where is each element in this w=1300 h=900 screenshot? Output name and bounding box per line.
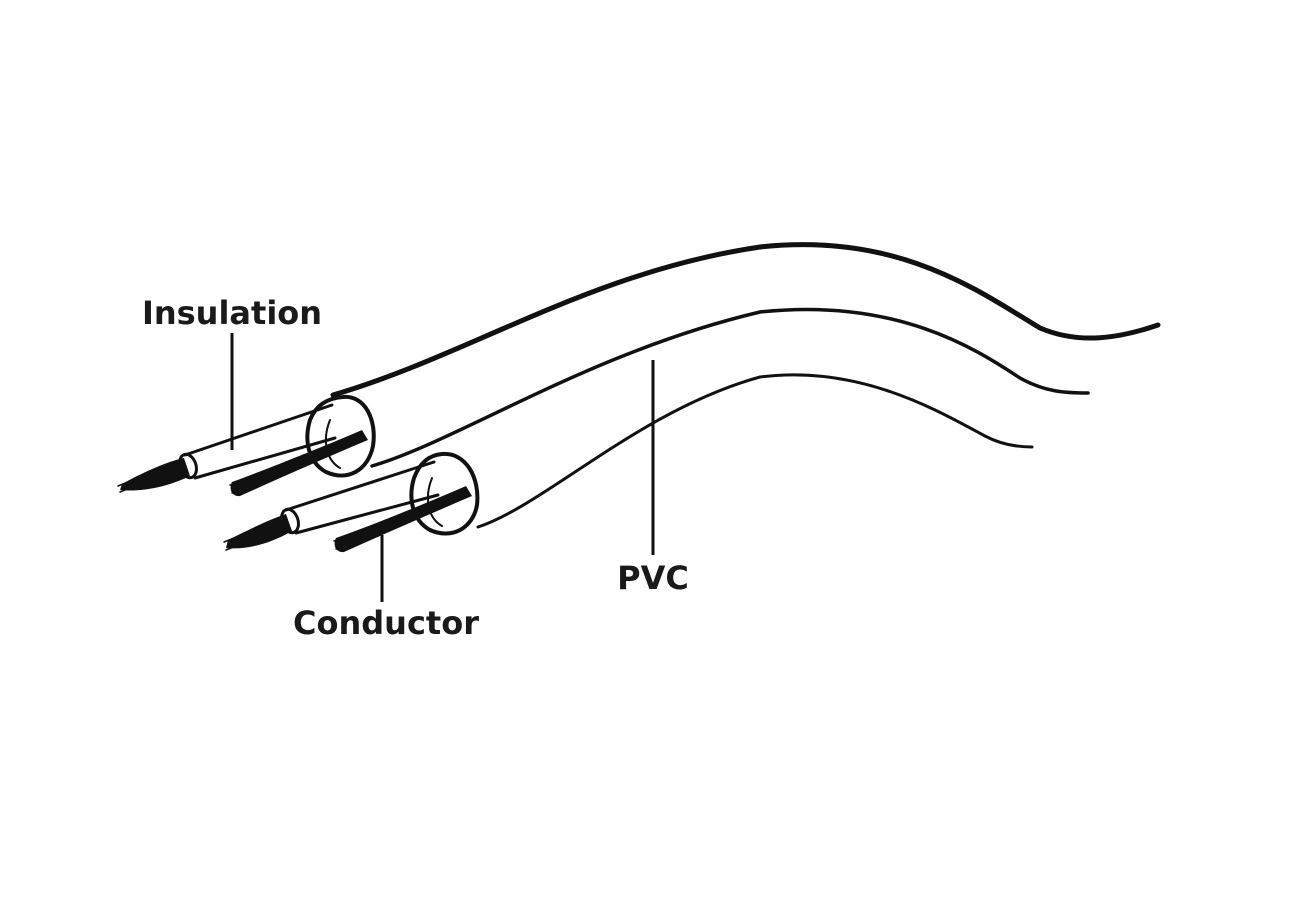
upper-insulation-top <box>183 403 334 457</box>
lower-core <box>223 451 480 553</box>
pvc-top-edge <box>330 242 1161 398</box>
conductor-label: Conductor <box>293 604 479 642</box>
upper-left-conductor <box>120 458 190 491</box>
pvc-bottom-edge <box>476 373 1034 529</box>
lower-left-conductor <box>226 514 292 549</box>
pvc-middle-groove <box>370 307 1090 468</box>
upper-right-conductor-strand <box>229 481 243 494</box>
lower-left-conductor-strand <box>223 537 237 551</box>
lower-right-conductor-strand <box>333 537 347 550</box>
lower-insulation-top <box>284 460 436 512</box>
upper-core <box>117 394 376 497</box>
upper-left-conductor-strand <box>117 481 131 493</box>
lower-right-conductor <box>334 486 472 553</box>
pvc-sheath <box>330 242 1161 529</box>
upper-right-conductor <box>230 430 368 497</box>
insulation-label: Insulation <box>142 294 322 332</box>
lower-insulation-bottom <box>294 493 440 535</box>
upper-insulation-bottom <box>193 436 337 480</box>
pvc-label: PVC <box>617 559 689 597</box>
